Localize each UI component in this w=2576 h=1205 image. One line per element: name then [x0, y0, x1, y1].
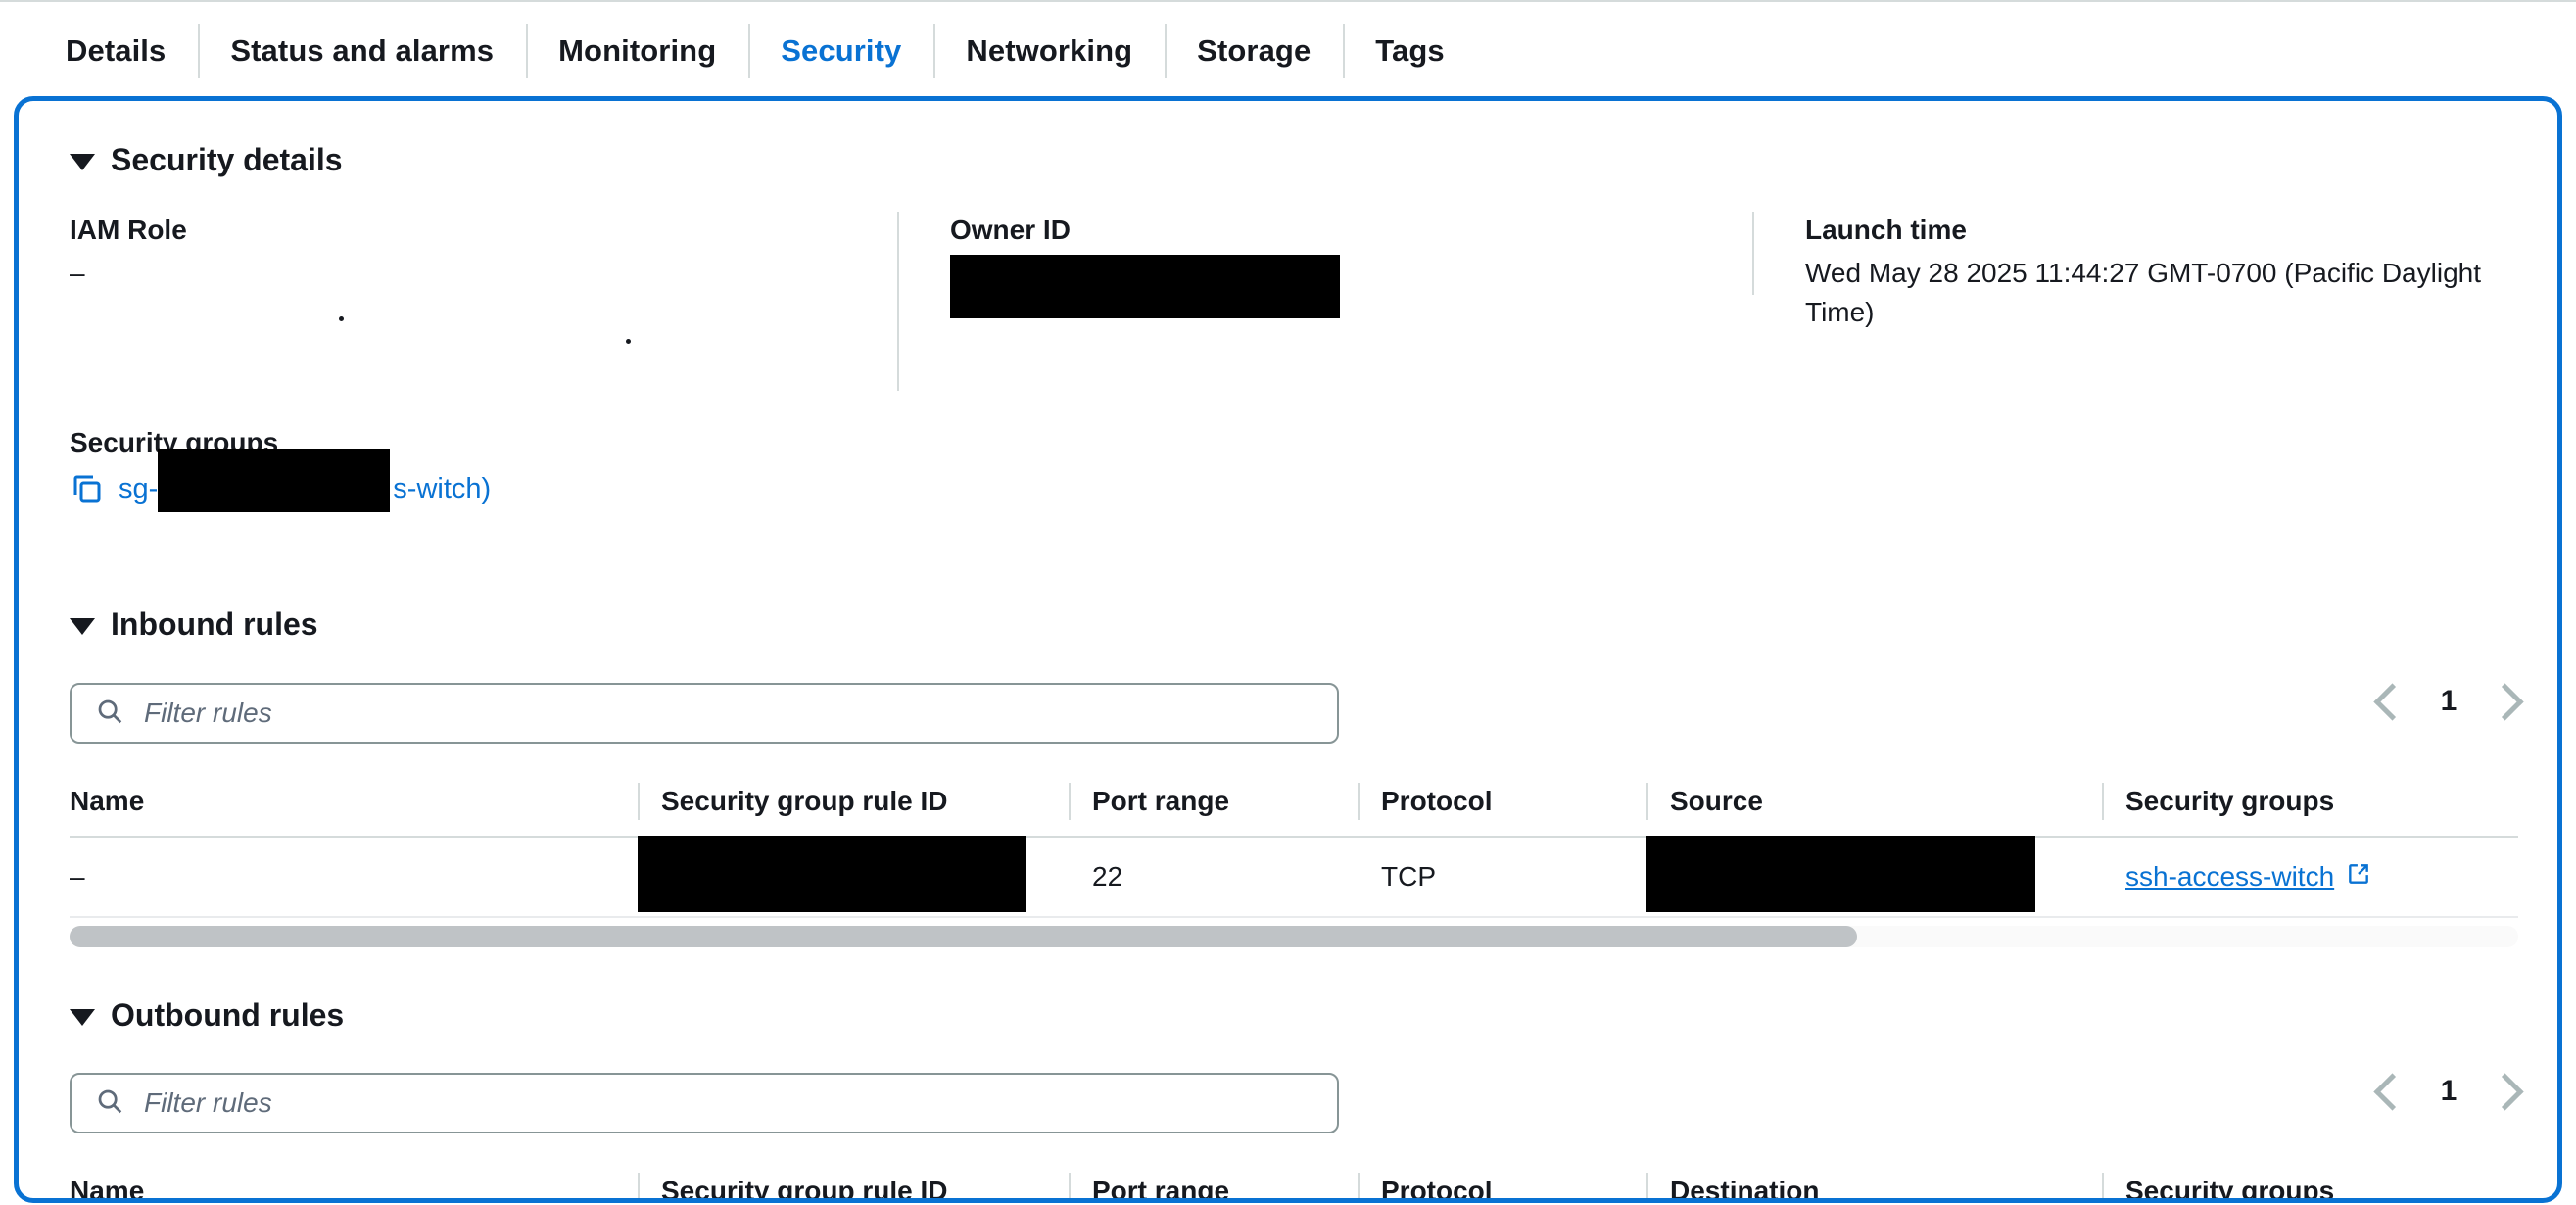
outbound-rules-table: Name Security group rule ID Port range P… — [70, 1157, 2518, 1203]
security-group-id-prefix: sg- — [119, 472, 159, 505]
security-group-entry: sg-s-witch) — [70, 448, 492, 512]
owner-id-label: Owner ID — [950, 215, 1071, 245]
inbound-pagination: 1 — [2373, 682, 2524, 721]
outbound-search-box[interactable] — [70, 1073, 1339, 1133]
tab-label: Storage — [1197, 33, 1312, 68]
tab-storage[interactable]: Storage — [1165, 2, 1343, 100]
table-row: – 22 TCP ssh-access-witch — [70, 836, 2518, 918]
column-header-name[interactable]: Name — [70, 1176, 145, 1203]
tab-networking[interactable]: Networking — [933, 2, 1165, 100]
inbound-page-number[interactable]: 1 — [2440, 685, 2457, 717]
tab-list: Details Status and alarms Monitoring Sec… — [0, 2, 2576, 104]
column-header-protocol[interactable]: Protocol — [1358, 1157, 1646, 1198]
chevron-down-icon — [70, 617, 95, 635]
column-header-port-range[interactable]: Port range — [1069, 1157, 1358, 1198]
rule-id-redaction — [638, 836, 1026, 912]
security-panel: Security details IAM Role – Owner ID Lau… — [14, 96, 2562, 1203]
security-group-link-label: ssh-access-witch — [2125, 861, 2335, 892]
launch-time-value: Wed May 28 2025 11:44:27 GMT-0700 (Pacif… — [1805, 258, 2481, 327]
inbound-filter-input[interactable] — [142, 697, 1313, 730]
cell-port-range: 22 — [1092, 861, 1123, 892]
section-title: Outbound rules — [111, 997, 345, 1033]
column-header-rule-id[interactable]: Security group rule ID — [638, 767, 1069, 836]
tab-label: Security — [781, 33, 902, 68]
column-header-port-range[interactable]: Port range — [1069, 767, 1358, 836]
outbound-pagination: 1 — [2373, 1072, 2524, 1111]
column-header-security-groups[interactable]: Security groups — [2102, 767, 2518, 836]
security-group-link[interactable]: sg-s-witch) — [119, 448, 492, 512]
column-header-rule-id[interactable]: Security group rule ID — [638, 1157, 1069, 1198]
column-header-name[interactable]: Name — [70, 786, 145, 816]
iam-role-value: – — [70, 258, 85, 288]
source-redaction — [1646, 836, 2035, 912]
inbound-table-horizontal-scrollbar[interactable] — [70, 926, 2518, 947]
copy-icon[interactable] — [70, 471, 105, 506]
outbound-filter-input[interactable] — [142, 1086, 1313, 1120]
security-details-section-header[interactable]: Security details — [70, 142, 343, 178]
launch-time-label: Launch time — [1805, 215, 1967, 245]
cell-source — [1646, 836, 2102, 916]
chevron-down-icon — [70, 153, 95, 170]
search-icon — [95, 1086, 124, 1121]
cell-name: – — [70, 861, 85, 892]
chevron-right-icon[interactable] — [2486, 682, 2524, 721]
column-header-source[interactable]: Source — [1646, 767, 2102, 836]
inbound-rules-section-header[interactable]: Inbound rules — [70, 606, 318, 643]
iam-role-label: IAM Role — [70, 215, 187, 245]
tab-tags[interactable]: Tags — [1343, 2, 1476, 100]
chevron-right-icon[interactable] — [2486, 1072, 2524, 1111]
cell-protocol: TCP — [1381, 861, 1436, 892]
external-link-icon — [2346, 861, 2371, 893]
column-header-security-groups[interactable]: Security groups — [2102, 1157, 2518, 1198]
chevron-down-icon — [70, 1008, 95, 1026]
security-group-external-link[interactable]: ssh-access-witch — [2125, 861, 2371, 893]
chevron-left-icon[interactable] — [2373, 682, 2411, 721]
tab-label: Details — [66, 33, 167, 68]
column-header-protocol[interactable]: Protocol — [1358, 767, 1646, 836]
section-title: Security details — [111, 142, 343, 177]
tab-label: Monitoring — [558, 33, 717, 68]
section-title: Inbound rules — [111, 606, 318, 642]
outbound-filter-row: 1 — [70, 1072, 2524, 1133]
launch-time-field: Launch time Wed May 28 2025 11:44:27 GMT… — [1752, 212, 2526, 327]
cell-security-group: ssh-access-witch — [2102, 838, 2518, 916]
owner-id-redaction — [950, 255, 1340, 318]
inbound-search-box[interactable] — [70, 683, 1339, 744]
artifact-dot — [339, 316, 344, 321]
cell-rule-id — [638, 836, 1069, 916]
search-icon — [95, 697, 124, 731]
security-details-grid: IAM Role – Owner ID Launch time Wed May … — [70, 212, 2518, 393]
scrollbar-thumb[interactable] — [70, 926, 1857, 947]
tab-monitoring[interactable]: Monitoring — [526, 2, 748, 100]
owner-id-field: Owner ID — [897, 212, 1710, 391]
security-group-name-suffix: s-witch) — [393, 472, 492, 505]
tab-status-and-alarms[interactable]: Status and alarms — [198, 2, 526, 100]
chevron-left-icon[interactable] — [2373, 1072, 2411, 1111]
table-header-row: Name Security group rule ID Port range P… — [70, 767, 2518, 838]
tab-details[interactable]: Details — [33, 2, 198, 100]
iam-role-field: IAM Role – — [70, 212, 873, 293]
inbound-filter-row: 1 — [70, 682, 2524, 744]
table-header-row: Name Security group rule ID Port range P… — [70, 1157, 2518, 1203]
instance-detail-tabbar: Details Status and alarms Monitoring Sec… — [0, 0, 2576, 104]
security-group-redaction — [158, 448, 390, 512]
tab-label: Tags — [1375, 33, 1445, 68]
outbound-page-number[interactable]: 1 — [2440, 1075, 2457, 1107]
outbound-rules-section-header[interactable]: Outbound rules — [70, 997, 344, 1034]
artifact-dot — [626, 339, 631, 344]
security-groups-field: Security groups sg-s-witch) — [70, 424, 492, 512]
column-header-destination[interactable]: Destination — [1646, 1157, 2102, 1198]
inbound-rules-table: Name Security group rule ID Port range P… — [70, 767, 2518, 918]
tab-security[interactable]: Security — [748, 2, 933, 104]
tab-label: Status and alarms — [230, 33, 495, 68]
tab-label: Networking — [966, 33, 1133, 68]
